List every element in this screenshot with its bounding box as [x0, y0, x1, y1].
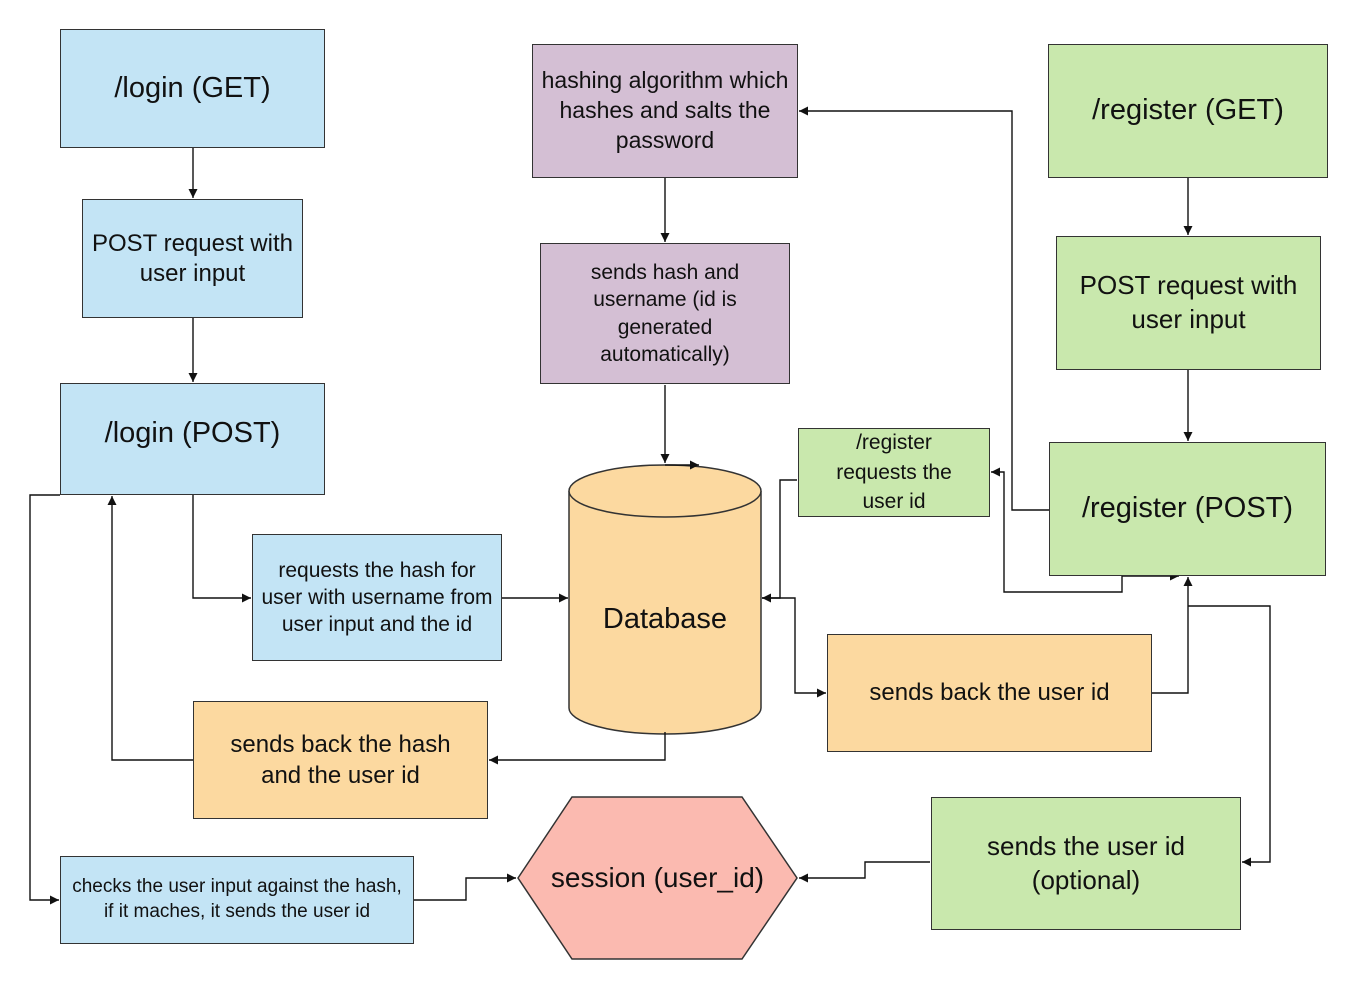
- register-get-box: /register (GET): [1048, 44, 1328, 178]
- session-label: session (user_id): [550, 862, 765, 894]
- requests-hash-label: requests the hash for user with username…: [261, 558, 493, 637]
- register-requests-id-label: /register requests the user id: [836, 431, 952, 514]
- register-get-label: /register (GET): [1092, 94, 1284, 127]
- login-post-label: /login (POST): [104, 417, 281, 449]
- sends-back-user-id-label: sends back the user id: [869, 679, 1110, 707]
- sends-user-id-optional-label: sends the user id (optional): [986, 830, 1185, 895]
- session-hexagon: [517, 796, 798, 960]
- register-post-request-label: POST request with user input: [1079, 270, 1298, 334]
- hashing-algorithm-label: hashing algorithm which hashes and salts…: [541, 67, 789, 153]
- arrow-login-post-to-requests-hash: [192, 495, 251, 603]
- checks-input-label: checks the user input against the hash, …: [72, 876, 402, 922]
- sends-back-user-id-box: sends back the user id: [827, 634, 1152, 752]
- login-post-request-label: POST request with user input: [92, 230, 293, 287]
- sends-hash-username-label: sends hash and username (id is generated…: [590, 260, 740, 366]
- arrow-register-post-to-sends-id-optional: [1188, 605, 1271, 867]
- database-label: Database: [602, 602, 728, 635]
- sends-back-hash-box: sends back the hash and the user id: [193, 701, 488, 819]
- arrow-database-to-sends-back-hash: [489, 732, 666, 765]
- arrow-checks-input-to-session: [414, 873, 516, 901]
- arrow-requests-id-to-database: [762, 479, 797, 603]
- arrow-sends-back-id-to-register-post: [1152, 577, 1193, 694]
- checks-input-box: checks the user input against the hash, …: [60, 856, 414, 944]
- arrow-database-to-sends-back-id: [762, 597, 826, 698]
- arrow-sends-back-hash-to-login-post: [107, 496, 193, 761]
- arrow-register-post-to-hashing: [799, 106, 1049, 511]
- arrow-sends-id-optional-to-session: [799, 861, 930, 883]
- sends-back-hash-label: sends back the hash and the user id: [230, 730, 451, 789]
- register-requests-id-box: /register requests the user id: [798, 428, 990, 517]
- sends-user-id-optional-box: sends the user id (optional): [931, 797, 1241, 930]
- register-post-request-box: POST request with user input: [1056, 236, 1321, 370]
- login-post-box: /login (POST): [60, 383, 325, 495]
- hashing-algorithm-box: hashing algorithm which hashes and salts…: [532, 44, 798, 178]
- arrow-login-post-to-checks-input: [29, 494, 60, 905]
- register-post-box: /register (POST): [1049, 442, 1326, 576]
- sends-hash-username-box: sends hash and username (id is generated…: [540, 243, 790, 384]
- login-post-request-box: POST request with user input: [82, 199, 303, 318]
- login-get-box: /login (GET): [60, 29, 325, 148]
- arrow-register-post-to-requests-id: [991, 467, 1123, 593]
- register-post-label: /register (POST): [1081, 492, 1294, 525]
- login-get-label: /login (GET): [114, 71, 271, 104]
- requests-hash-box: requests the hash for user with username…: [252, 534, 502, 661]
